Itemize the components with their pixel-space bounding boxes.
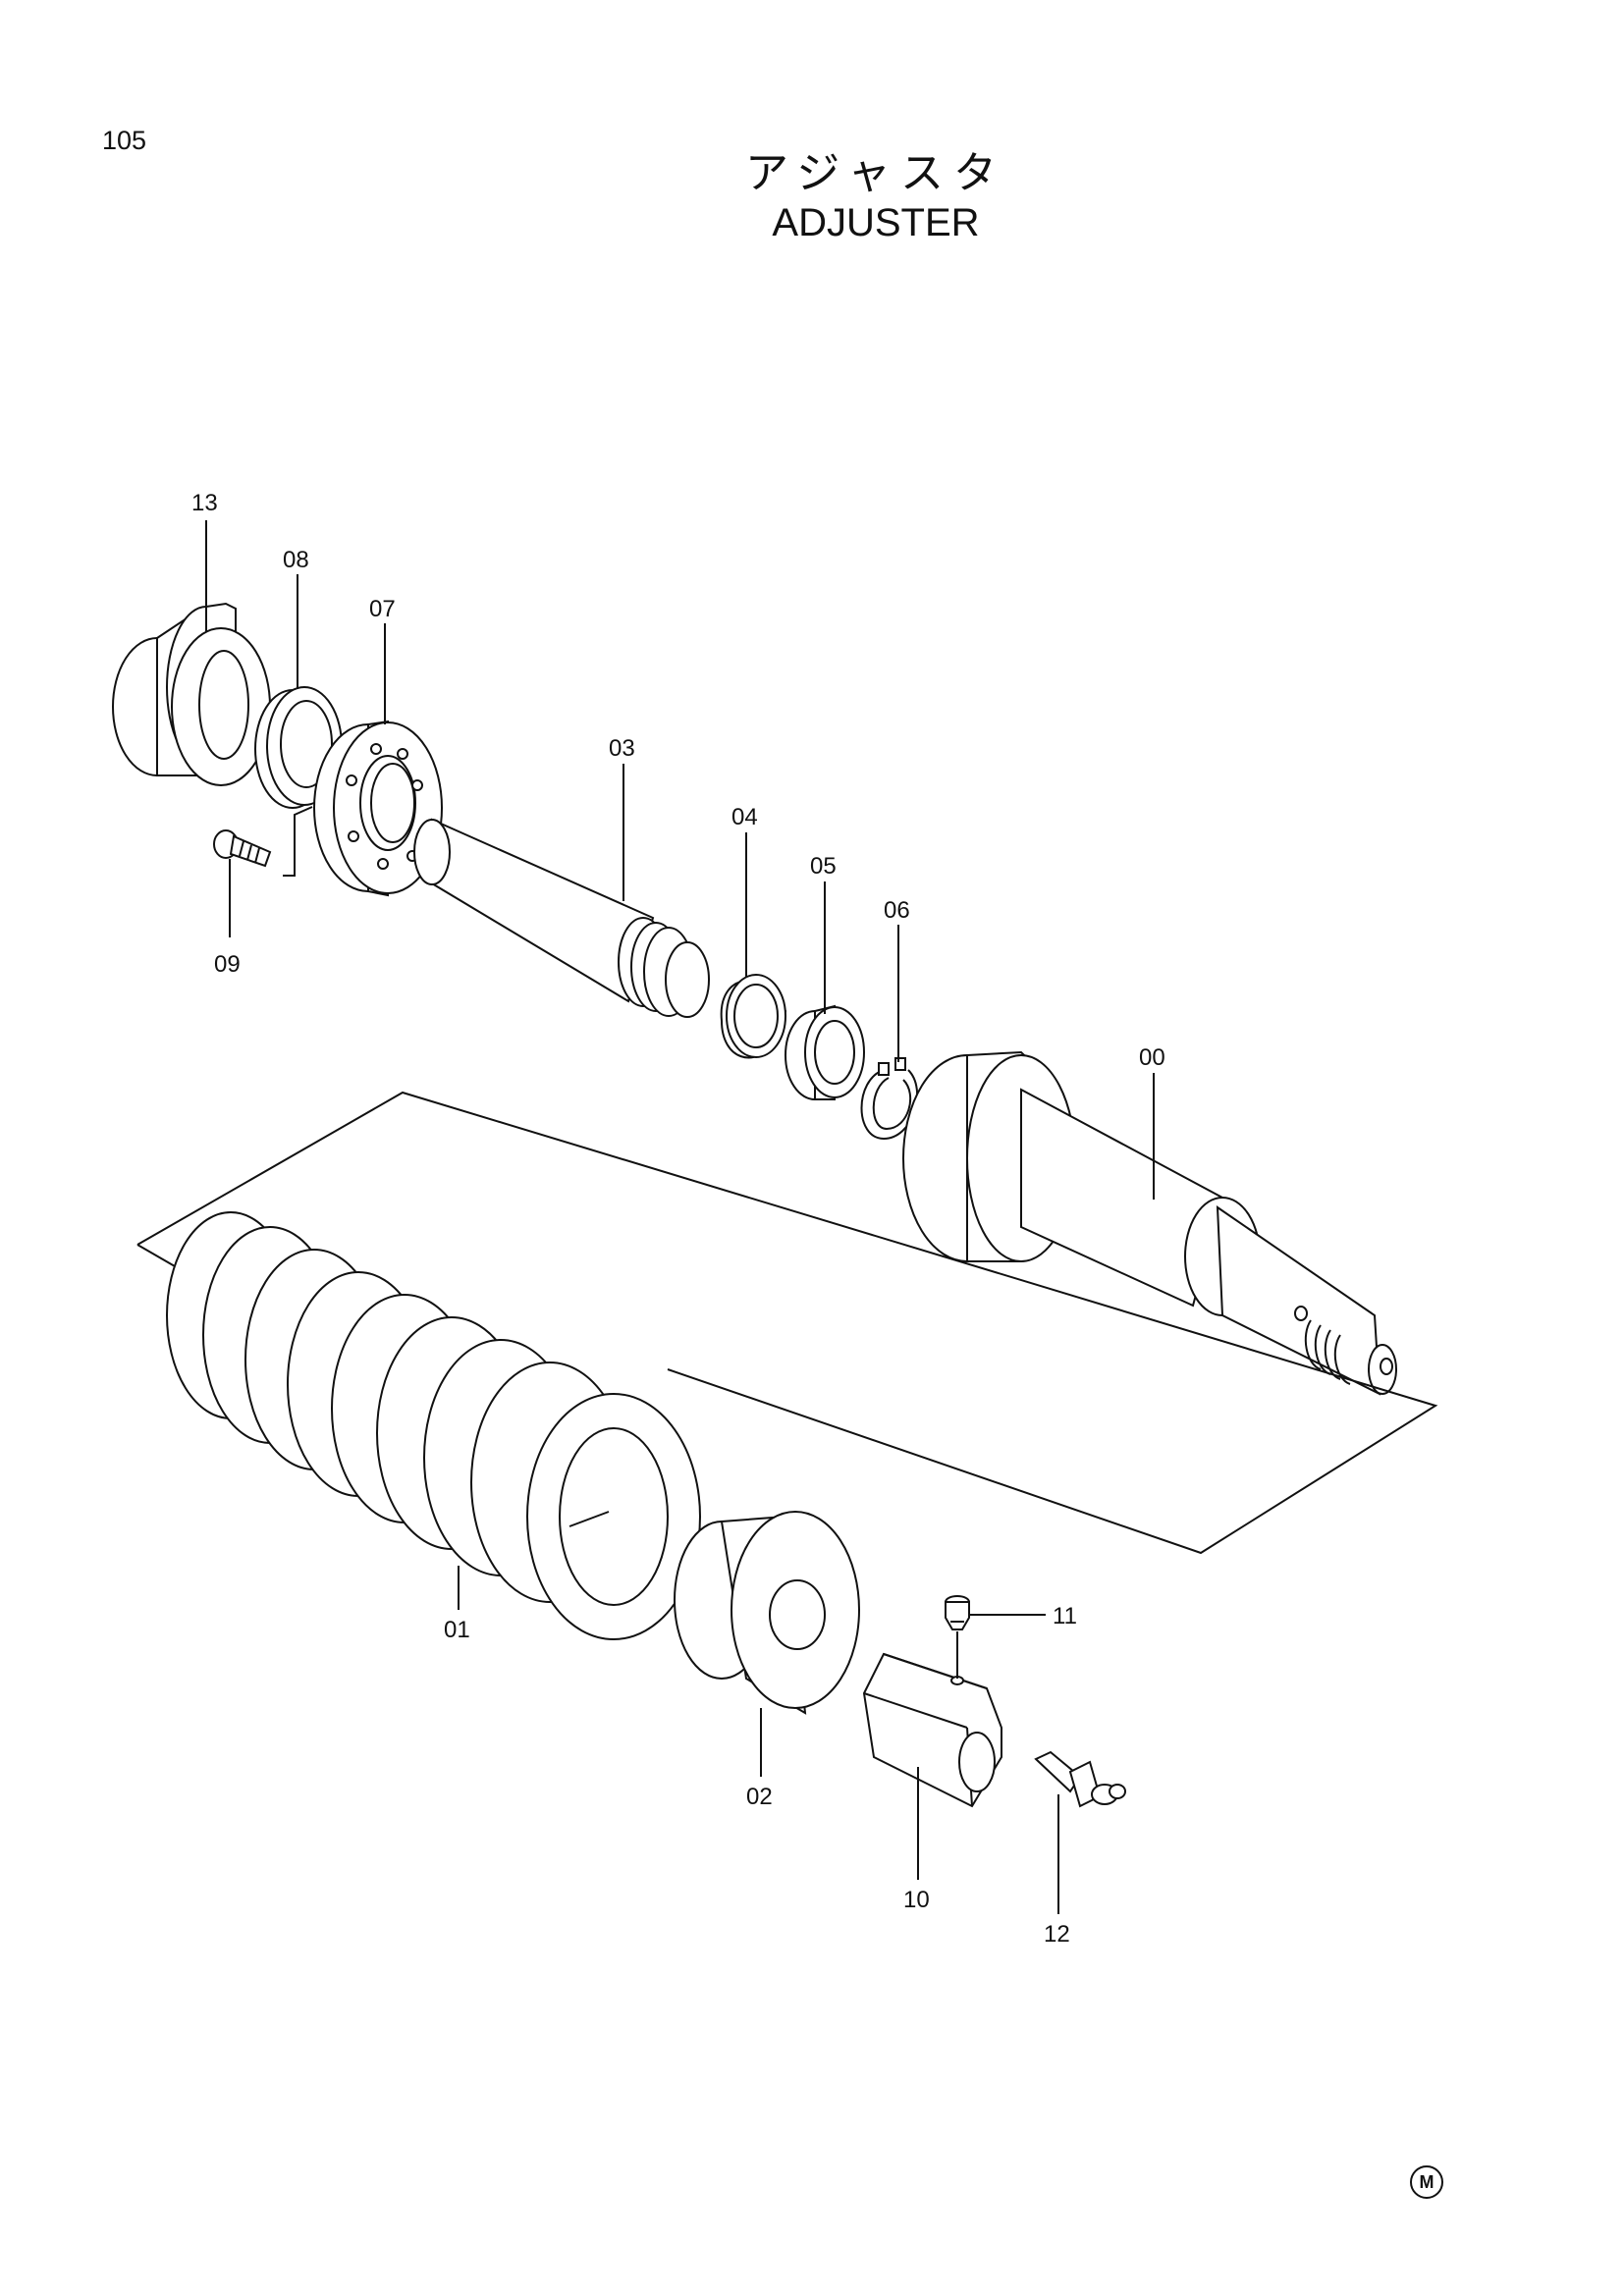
part-11-plug: [945, 1595, 970, 1630]
callout-08: 08: [283, 547, 309, 573]
callout-03: 03: [609, 735, 635, 762]
callout-05: 05: [810, 853, 837, 880]
part-05-ring: [785, 1004, 865, 1100]
callout-12: 12: [1044, 1921, 1070, 1948]
part-12-grease-fitting: [1034, 1750, 1126, 1808]
page-title: ADJUSTER: [772, 201, 980, 244]
callout-06: 06: [884, 897, 910, 924]
part-00-cylinder: [902, 1050, 1397, 1396]
page-title-japanese: アジャスタ: [744, 149, 1007, 197]
part-03-piston-rod: [413, 818, 710, 1018]
callout-00: 00: [1139, 1044, 1165, 1071]
part-13-end-cap: [112, 602, 271, 786]
callout-10: 10: [903, 1887, 930, 1913]
page-number: 105: [102, 126, 147, 155]
part-02-spring-seat: [674, 1511, 860, 1715]
registered-mark: M: [1410, 2165, 1443, 2199]
assembly-outline-edge: [136, 1244, 176, 1267]
callout-11: 11: [1053, 1603, 1077, 1629]
part-07-flange: [313, 720, 443, 897]
leader-09-bracket: [283, 806, 313, 877]
part-10-block: [862, 1652, 1002, 1808]
callout-13: 13: [191, 490, 218, 516]
part-09-bolt: [213, 829, 272, 868]
callout-04: 04: [731, 804, 758, 830]
callout-07: 07: [369, 596, 396, 622]
assembly-outline: [136, 1091, 1438, 1555]
part-01-spring: [166, 1211, 701, 1640]
callout-01: 01: [444, 1617, 470, 1643]
part-04-bushing: [720, 974, 787, 1059]
callout-02: 02: [746, 1784, 773, 1810]
callout-09: 09: [214, 951, 241, 978]
